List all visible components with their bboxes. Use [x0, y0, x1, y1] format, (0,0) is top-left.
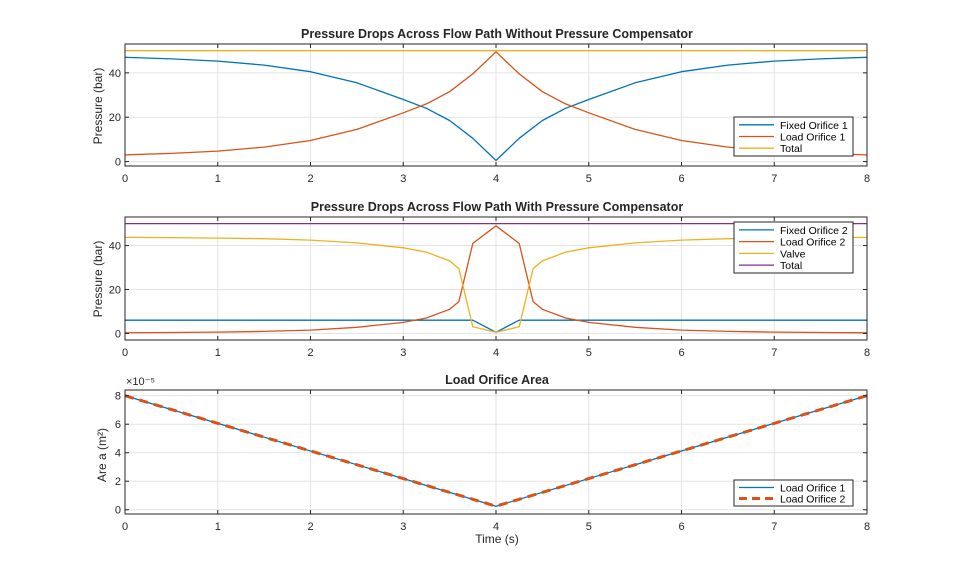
x-tick-label: 6 [678, 521, 684, 533]
y-axis-label: Pressure (bar) [91, 68, 105, 145]
y-tick-label: 2 [115, 476, 121, 488]
y-tick-label: 40 [109, 241, 121, 253]
series-line-fixed-orifice-1 [125, 56, 867, 162]
x-tick-label: 5 [586, 521, 592, 533]
x-tick-label: 4 [493, 521, 499, 533]
x-tick-label: 8 [864, 521, 870, 533]
y-tick-label: 20 [109, 284, 121, 296]
x-tick-label: 1 [215, 347, 221, 359]
y-axis-exponent: ×10⁻⁵ [126, 376, 155, 388]
x-tick-label: 7 [771, 521, 777, 533]
chart-panel-3: 0 1 2 3 4 5 6 7 8 0 2 4 6 8 Load Orifice Area Are a (… [95, 373, 870, 546]
y-tick-label: 40 [109, 68, 121, 80]
x-tick-label: 2 [307, 173, 313, 185]
legend-label: Total [780, 143, 802, 155]
x-tick-label: 6 [678, 347, 684, 359]
series-line-load-orifice-1 [125, 51, 867, 156]
legend-label: Load Orifice 1 [780, 483, 846, 495]
x-tick-label: 2 [307, 521, 313, 533]
x-tick-label: 5 [586, 173, 592, 185]
x-tick-label: 4 [493, 347, 499, 359]
x-tick-label: 3 [400, 347, 406, 359]
y-tick-label: 8 [115, 391, 121, 403]
x-axis-label: Time (s) [475, 532, 519, 546]
legend-label: Fixed Orifice 2 [780, 225, 848, 237]
x-tick-label: 7 [771, 347, 777, 359]
plot-area: 0 1 2 3 4 5 6 7 8 0 20 40 [109, 43, 870, 185]
y-tick-label: 4 [115, 448, 121, 460]
x-tick-label: 3 [400, 521, 406, 533]
x-tick-label: 2 [307, 347, 313, 359]
legend-label: Load Orifice 2 [780, 494, 846, 506]
y-axis-label: Pressure (bar) [91, 241, 105, 318]
legend-label: Load Orifice 1 [780, 132, 846, 144]
series-line-valve [125, 236, 867, 333]
x-tick-label: 0 [122, 347, 128, 359]
series-group [125, 50, 867, 162]
y-tick-label: 6 [115, 419, 121, 431]
x-tick-label: 4 [493, 173, 499, 185]
y-tick-label: 0 [115, 157, 121, 169]
legend-label: Valve [780, 248, 806, 260]
x-tick-label: 8 [864, 347, 870, 359]
y-axis-label: Are a (m²) [95, 428, 109, 482]
x-tick-label: 5 [586, 347, 592, 359]
y-tick-label: 0 [115, 505, 121, 517]
series-line-load-orifice-2 [125, 394, 867, 508]
legend-box [733, 479, 854, 507]
x-tick-label: 7 [771, 173, 777, 185]
legend-label: Fixed Orifice 1 [780, 120, 848, 132]
legend-label: Load Orifice 2 [780, 237, 846, 249]
x-tick-label: 3 [400, 173, 406, 185]
x-tick-label: 8 [864, 173, 870, 185]
plot-area: 0 1 2 3 4 5 6 7 8 0 2 4 6 8 [115, 389, 870, 533]
x-tick-label: 1 [215, 521, 221, 533]
y-tick-label: 0 [115, 328, 121, 340]
chart-panel-1: 0 1 2 3 4 5 6 7 8 0 20 40 Pressure Drops Across Flo… [91, 27, 870, 185]
chart-title: Load Orifice Area [445, 373, 550, 387]
series-line-load-orifice-2 [125, 225, 867, 334]
chart-title: Pressure Drops Across Flow Path With Pre… [311, 200, 684, 214]
legend-label: Total [780, 260, 802, 272]
x-tick-label: 0 [122, 173, 128, 185]
x-tick-label: 0 [122, 521, 128, 533]
chart-title: Pressure Drops Across Flow Path Without … [301, 27, 693, 41]
y-tick-label: 20 [109, 112, 121, 124]
series-group [125, 394, 867, 508]
chart-panel-2: 0 1 2 3 4 5 6 7 8 0 20 40 Pressure Drops Across Flo… [91, 200, 870, 359]
x-tick-label: 1 [215, 173, 221, 185]
x-tick-label: 6 [678, 173, 684, 185]
